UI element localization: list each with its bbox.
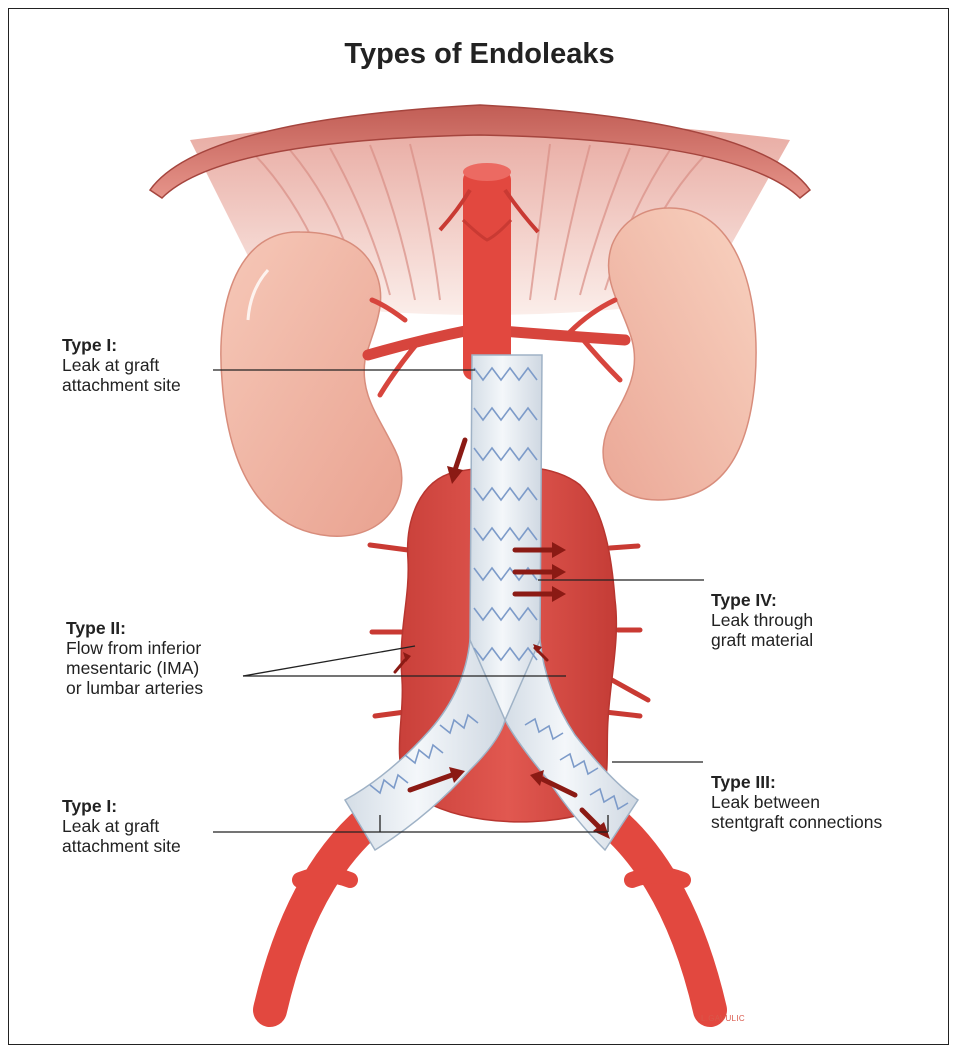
label-type1-upper-heading: Type I: bbox=[62, 335, 181, 355]
label-type4-heading: Type IV: bbox=[711, 590, 813, 610]
label-type1-upper-text: Leak at graft attachment site bbox=[62, 355, 181, 395]
label-type4-text: Leak through graft material bbox=[711, 610, 813, 650]
figure-title: Types of Endoleaks bbox=[0, 38, 959, 71]
label-type2: Type II:Flow from inferior mesentaric (I… bbox=[66, 598, 203, 698]
label-type1-lower: Type I:Leak at graft attachment site bbox=[62, 776, 181, 856]
label-type4: Type IV:Leak through graft material bbox=[711, 570, 813, 650]
left-kidney bbox=[221, 232, 402, 536]
label-type3-heading: Type III: bbox=[711, 772, 882, 792]
label-type3-text: Leak between stentgraft connections bbox=[711, 792, 882, 832]
label-type1-upper: Type I:Leak at graft attachment site bbox=[62, 315, 181, 395]
type4-arrows bbox=[515, 542, 566, 602]
label-type1-lower-heading: Type I: bbox=[62, 796, 181, 816]
label-type3: Type III:Leak between stentgraft connect… bbox=[711, 752, 882, 832]
right-kidney bbox=[603, 208, 756, 500]
label-type2-text: Flow from inferior mesentaric (IMA) or l… bbox=[66, 638, 203, 698]
iliac-arteries bbox=[270, 820, 710, 1010]
label-type1-lower-text: Leak at graft attachment site bbox=[62, 816, 181, 856]
artist-signature: L.GAVULIC bbox=[701, 1014, 745, 1023]
label-type2-heading: Type II: bbox=[66, 618, 203, 638]
